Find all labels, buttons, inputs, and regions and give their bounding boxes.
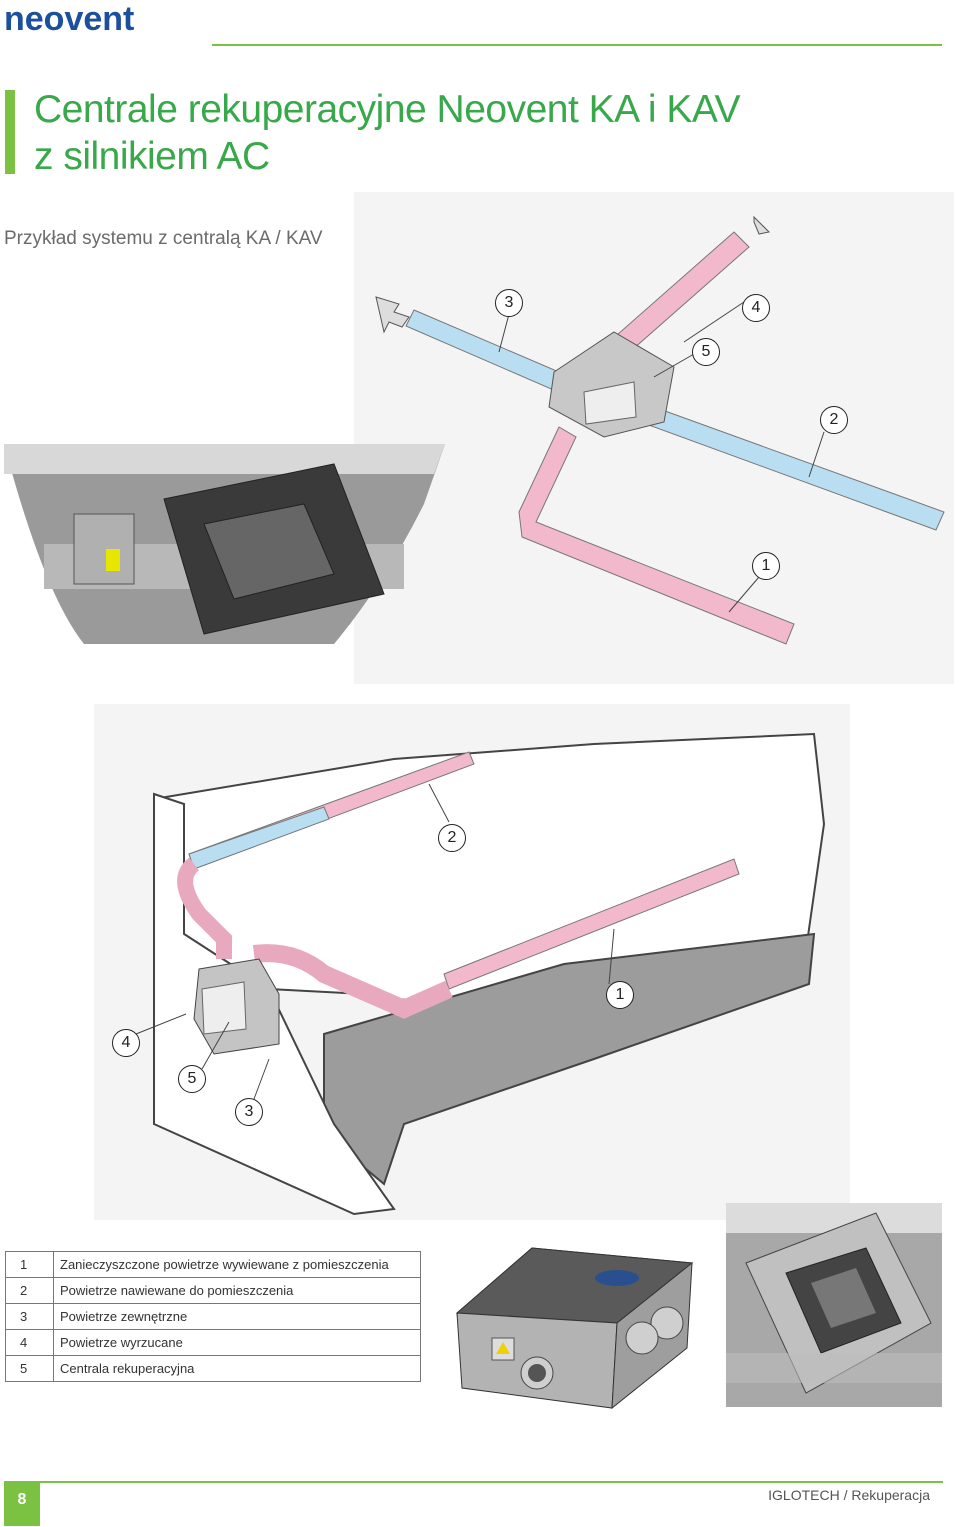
legend-number: 3: [5, 1303, 54, 1330]
installed-unit-image: [726, 1203, 942, 1407]
unit-photo: [4, 444, 445, 644]
legend-number: 5: [5, 1355, 54, 1382]
top-callout-3: 3: [495, 289, 523, 317]
legend-text: Zanieczyszczone powietrze wywiewane z po…: [53, 1251, 421, 1278]
room-callout-5: 5: [178, 1065, 206, 1093]
room-callout-2: 2: [438, 824, 466, 852]
installed-unit-photo: [726, 1203, 942, 1407]
duct-diagram-illustration: [375, 215, 945, 645]
title-line-1: Centrale rekuperacyjne Neovent KA i KAV: [34, 88, 741, 131]
neovent-logo: neovent: [4, 2, 134, 36]
top-callout-1: 1: [752, 552, 780, 580]
room-illustration: [135, 732, 826, 1216]
legend-number: 2: [5, 1277, 54, 1304]
product-photo: [452, 1238, 697, 1410]
room-callout-3: 3: [235, 1098, 263, 1126]
footer-text: IGLOTECH / Rekuperacja: [768, 1487, 930, 1503]
page-number-box: 8: [4, 1481, 40, 1526]
page-subtitle: Przykład systemu z centralą KA / KAV: [4, 228, 323, 249]
room-callout-1: 1: [606, 981, 634, 1009]
title-accent-bar: [5, 90, 15, 174]
title-line-2: z silnikiem AC: [34, 135, 270, 178]
page-number: 8: [17, 1491, 27, 1508]
system-diagram-top: 3 4 5 2 1: [354, 192, 954, 684]
header-divider: [212, 44, 942, 46]
page-title: Centrale rekuperacyjne Neovent KA i KAV …: [34, 86, 741, 180]
footer-divider: [40, 1481, 943, 1483]
unit-photo-inset: [4, 444, 445, 644]
logo-text: neovent: [4, 2, 134, 36]
room-diagram: 2 1 4 5 3: [94, 704, 850, 1220]
legend-number: 4: [5, 1329, 54, 1356]
legend-text: Powietrze zewnętrzne: [53, 1303, 421, 1330]
legend-text: Powietrze nawiewane do pomieszczenia: [53, 1277, 421, 1304]
top-callout-2: 2: [820, 406, 848, 434]
ventilation-unit-image: [455, 1247, 694, 1410]
top-callout-4: 4: [742, 294, 770, 322]
top-callout-5: 5: [692, 338, 720, 366]
room-callout-4: 4: [112, 1029, 140, 1057]
legend-text: Centrala rekuperacyjna: [53, 1355, 421, 1382]
legend-text: Powietrze wyrzucane: [53, 1329, 421, 1356]
legend-number: 1: [5, 1251, 54, 1278]
